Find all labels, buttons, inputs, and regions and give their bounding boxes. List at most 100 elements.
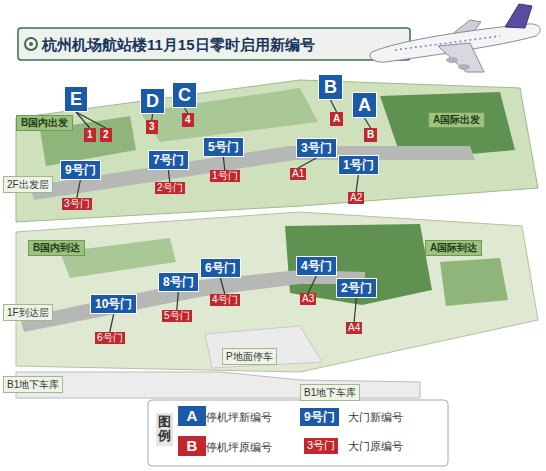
legend-text: 停机坪新编号 [206,410,272,424]
node-text: 3号门 [301,140,332,156]
gate-new-number: 4号门 [296,256,337,276]
node-text: B [324,76,337,98]
number-pin-line [298,158,316,168]
gate-new-number: 7号门 [148,150,189,170]
area-tag: A国际到达 [425,240,482,256]
gate-new-number: 1号门 [338,155,379,175]
gate-new-number: 2号门 [336,278,377,298]
node-text: 2号门 [341,280,372,296]
pier-new-number: E [64,86,88,112]
node-text: B [367,129,374,141]
legend-text: 大门原编号 [348,439,403,453]
node-text: B1地下车库 [304,386,356,399]
gate-new-number: 10号门 [90,294,137,314]
node-text: 5号门 [164,310,190,322]
area-tag: B国内出发 [16,115,73,131]
departure-road [30,146,475,200]
airplane-tail [505,4,532,28]
pier-new-number: D [140,88,165,114]
floor-tag: 2F出发层 [3,176,53,193]
title-text: 杭州机场航站楼11月15日零时启用新编号 [42,35,315,55]
pier-old-number: 4 [182,113,194,127]
gate-old-number: 5号门 [162,310,192,322]
number-pin-line [77,180,81,198]
node-text: 6号门 [205,260,236,276]
gate-new-number: 5号门 [203,137,244,157]
legend-swatch: A [178,406,206,426]
legend-sample-text: 3号门 [307,438,335,452]
node-text: 3 [149,121,155,133]
legend-sample-text: A [183,407,201,425]
number-pin-line [331,100,337,112]
arrival-road [20,270,365,332]
floor-tag: B1地下车库 [300,384,360,401]
legend-sample-text: 9号门 [304,409,335,425]
gate-old-number: A2 [348,192,364,204]
node-text: A3 [302,293,314,305]
gate-old-number: 6号门 [95,332,125,344]
node-text: A [333,113,340,125]
airplane-engine [446,57,458,63]
node-text: 1号门 [343,157,374,173]
number-pin-line [223,157,224,170]
node-text: 4号门 [301,258,332,274]
title-icon [25,38,37,50]
gate-old-number: A4 [346,322,362,334]
airplane-windows [395,36,500,50]
legend-swatch: 3号门 [304,438,338,454]
node-text: 2 [103,129,109,141]
floor-tag: P地面停车 [222,348,277,365]
pier-old-number: 3 [146,120,158,134]
node-text: A国际到达 [430,241,477,255]
node-text: 1F到达层 [7,306,49,319]
node-text: 9号门 [65,162,96,178]
international-annex [440,258,508,306]
gate-new-number: 8号门 [158,272,199,292]
legend-heading: 图例 [156,413,173,446]
number-pin-line [356,175,358,192]
main-terminal-roof [140,88,318,142]
node-text: 2号门 [157,182,183,194]
gate-old-number: 3号门 [62,198,92,210]
node-text: B1地下车库 [7,378,59,391]
node-text: 6号门 [97,332,123,344]
legend-swatch: 9号门 [300,408,339,426]
pier-new-number: B [318,74,343,100]
floor-tag: 1F到达层 [3,304,53,321]
node-text: A4 [348,322,360,334]
gate-old-number: 1号门 [210,170,240,182]
node-text: 3号门 [64,198,90,210]
area-tag: A国际出发 [428,112,485,128]
node-text: 8号门 [163,274,194,290]
pier-old-number: A [330,112,343,126]
number-pin-line [76,112,90,128]
pier-old-number: 2 [100,128,112,142]
node-text: B国内出发 [21,116,68,130]
number-pin-line [220,278,224,294]
gate-old-number: A1 [290,168,306,180]
international-arrival-hall [285,224,432,305]
airplane-engine [458,64,470,70]
pier-old-number: B [364,128,377,142]
node-text: A2 [350,192,362,204]
number-pin-line [308,276,316,293]
arrival-level [16,212,538,372]
gate-new-number: 3号门 [296,138,337,158]
node-text: 2F出发层 [7,178,49,191]
number-pin-line [177,292,179,310]
pier-new-number: A [352,92,377,118]
legend-text: 停机坪原编号 [206,440,272,454]
number-pin-line [365,118,371,128]
node-text: 4号门 [212,294,238,306]
number-pin-line [110,314,114,332]
node-text: 1 [87,129,93,141]
legend-panel [148,400,448,466]
pier-new-number: C [172,82,197,108]
node-text: 4 [185,114,191,126]
node-text: P地面停车 [226,350,273,363]
node-text: D [146,90,159,112]
area-tag: B国内到达 [28,240,85,256]
floor-tag: B1地下车库 [3,376,63,393]
